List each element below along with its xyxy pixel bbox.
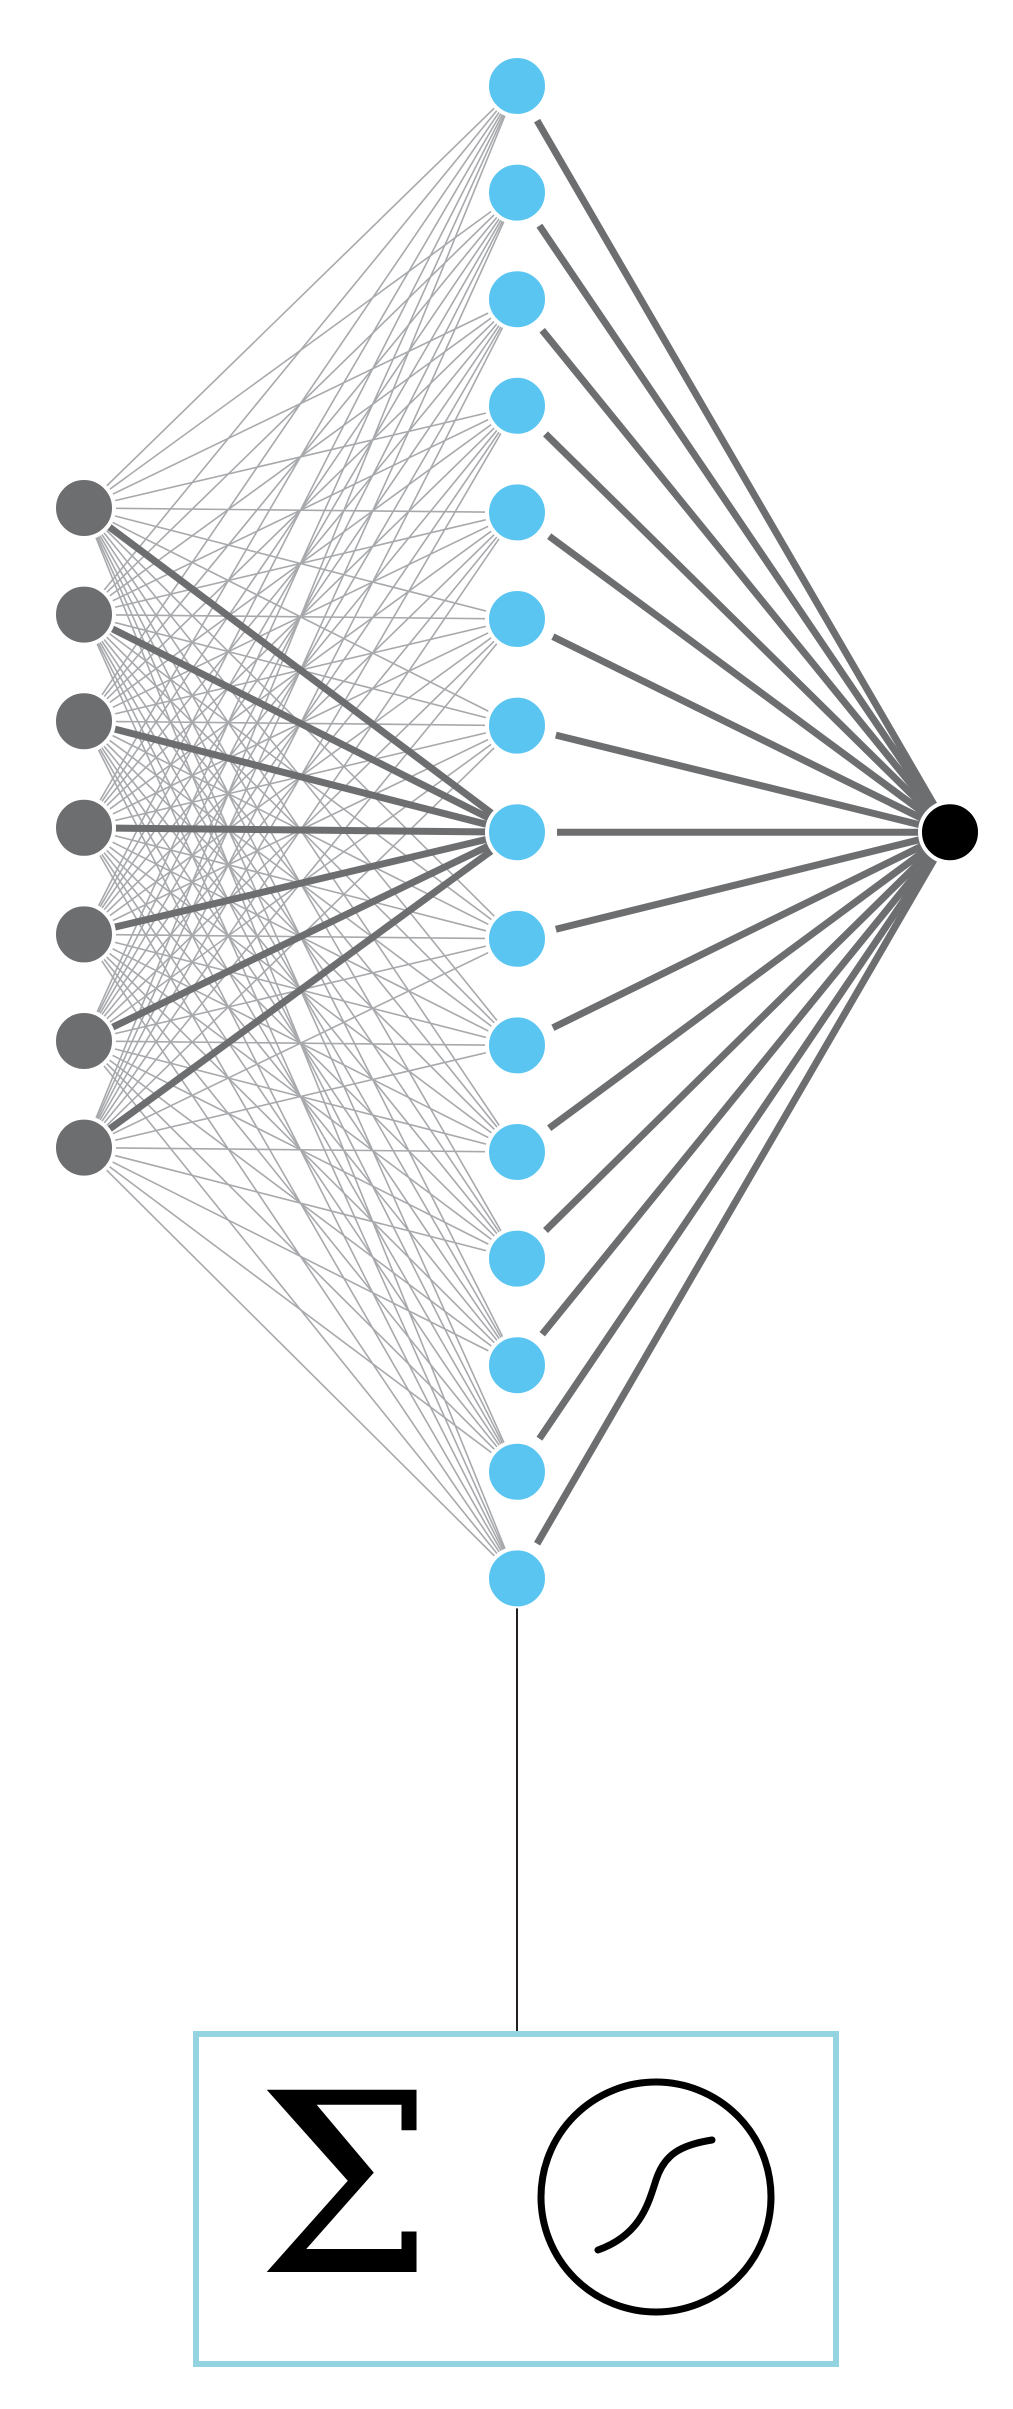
- output-edge: [543, 829, 953, 1234]
- input-node: [52, 795, 116, 860]
- edge: [83, 1044, 518, 1149]
- edge: [83, 1146, 518, 1153]
- hidden-node: [485, 587, 549, 651]
- detail-box-border: [193, 2031, 839, 2367]
- edge: [83, 1147, 518, 1579]
- output-edge: [536, 223, 953, 835]
- activation-function-icon: [537, 2078, 775, 2316]
- output-node: [918, 800, 982, 865]
- edge: [83, 85, 518, 509]
- highlighted-edge: [83, 824, 518, 836]
- output-edge: [543, 431, 953, 835]
- input-node: [52, 476, 116, 540]
- output-edge: [555, 828, 951, 933]
- input-node: [52, 1009, 116, 1073]
- edge: [83, 85, 518, 935]
- edge: [83, 938, 518, 1149]
- highlighted-edge: [81, 505, 520, 836]
- hidden-node: [485, 160, 549, 225]
- edge: [83, 1146, 518, 1473]
- hidden-node: [485, 693, 549, 758]
- output-edge: [551, 829, 952, 1031]
- output-edge: [551, 633, 952, 836]
- output-edge: [547, 829, 953, 1132]
- highlighted-edge: [83, 717, 518, 836]
- input-node: [52, 1115, 116, 1180]
- hidden-node: [485, 54, 549, 118]
- hidden-node: [485, 1226, 549, 1291]
- output-edge: [547, 533, 953, 836]
- hidden-node: [485, 906, 549, 971]
- output-edge: [536, 830, 953, 1441]
- highlighted-edge: [81, 829, 520, 1151]
- edge: [83, 85, 518, 616]
- output-edge: [555, 731, 951, 836]
- hidden-node: [485, 1546, 549, 1611]
- output-edge: [534, 830, 954, 1546]
- hidden-node: [485, 1120, 549, 1184]
- input-node: [52, 902, 116, 967]
- edge: [83, 85, 518, 1148]
- hidden-node: [485, 480, 549, 545]
- hidden-node: [485, 1333, 549, 1398]
- hidden-node: [485, 800, 549, 865]
- sigmoid-curve-icon: [594, 2136, 716, 2254]
- neuron-detail-box: Σ: [193, 2031, 839, 2367]
- highlighted-input-hidden-edges: [81, 505, 520, 1151]
- output-edge: [539, 328, 953, 835]
- summation-symbol: Σ: [257, 2040, 434, 2331]
- hidden-node: [485, 1439, 549, 1504]
- output-edge: [539, 829, 953, 1337]
- hidden-output-edges: [534, 118, 954, 1546]
- input-node: [52, 689, 116, 754]
- hidden-node: [485, 267, 549, 332]
- edge: [83, 85, 518, 829]
- highlighted-edge: [82, 611, 519, 836]
- input-node: [52, 582, 116, 647]
- output-edge: [534, 118, 954, 834]
- highlighted-edge: [83, 828, 518, 938]
- hidden-node: [485, 373, 549, 438]
- highlighted-edge: [82, 829, 519, 1045]
- edge: [83, 1146, 518, 1366]
- edge: [83, 85, 518, 1042]
- hidden-node: [485, 1013, 549, 1078]
- edge: [83, 85, 518, 722]
- edge: [83, 1146, 518, 1260]
